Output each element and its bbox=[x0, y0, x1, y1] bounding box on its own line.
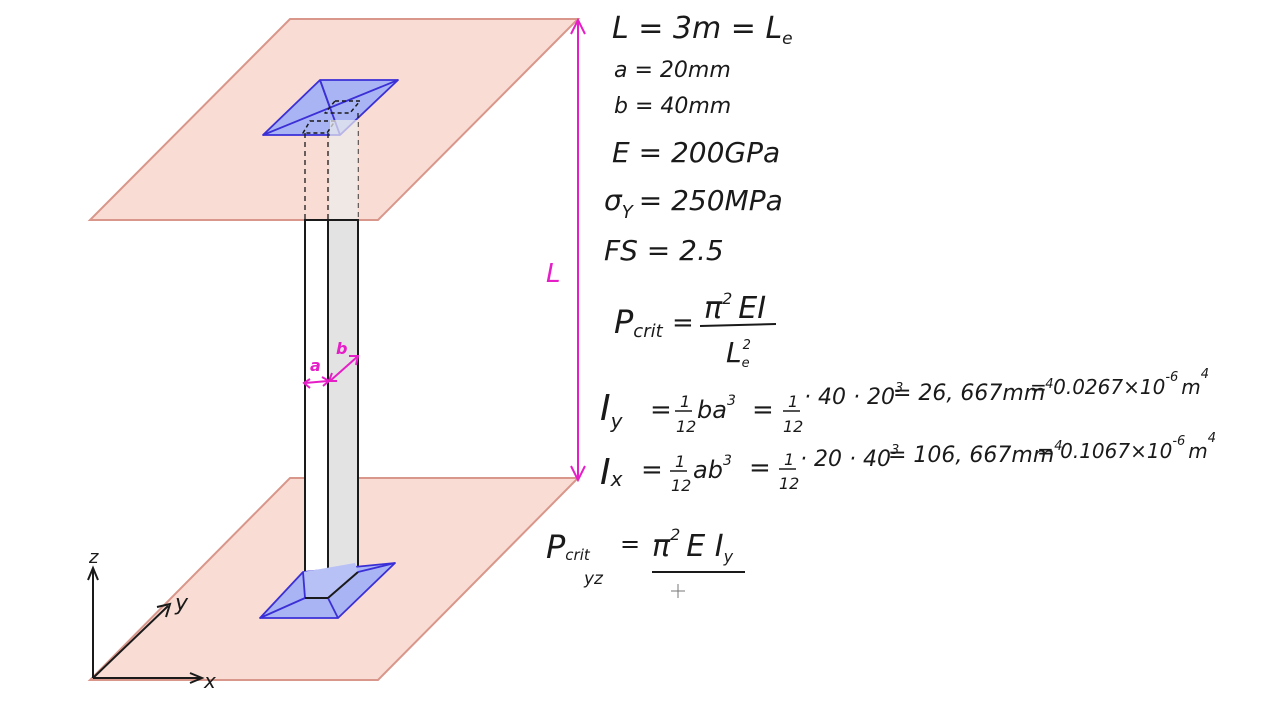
pcrit-yz-symbol: Pcrit bbox=[546, 528, 591, 566]
Ix-expression: ab3 bbox=[693, 453, 732, 484]
column-top-shadow bbox=[330, 120, 358, 220]
axis-label-y: y bbox=[174, 591, 189, 616]
Ix-frac-den: 12 bbox=[671, 476, 691, 495]
moment-of-inertia-y: Iy = 1 12 ba3 = 1 12 · 40 · 203 = 26, 66… bbox=[600, 367, 1209, 436]
Iy-equals-1: = bbox=[650, 395, 672, 425]
moment-of-inertia-x: Ix = 1 12 ab3 = 1 12 · 20 · 403 = 106, 6… bbox=[600, 431, 1216, 495]
Iy-frac2-num: 1 bbox=[788, 392, 798, 411]
Iy-frac-num: 1 bbox=[680, 392, 690, 411]
given-b: b = 40mm bbox=[614, 94, 731, 119]
Ix-symbol: Ix bbox=[600, 452, 623, 493]
Ix-calculation: · 20 · 403 bbox=[800, 443, 899, 472]
Iy-expression: ba3 bbox=[697, 393, 736, 424]
Iy-frac-den: 12 bbox=[676, 417, 696, 436]
Ix-equals-1: = bbox=[641, 455, 663, 485]
pcrit-symbol: Pcrit bbox=[614, 303, 664, 342]
pcrit-yz-equals: = bbox=[620, 530, 640, 558]
Ix-result-mm: = 106, 667mm4 bbox=[888, 439, 1063, 468]
pcrit-equals: = bbox=[672, 308, 694, 338]
column-diagram: L a b z y x bbox=[87, 17, 586, 693]
length-label: L bbox=[546, 259, 561, 289]
pcrit-denominator: Le2 bbox=[726, 336, 751, 371]
given-yield-stress: σY= 250MPa bbox=[604, 184, 783, 223]
Iy-symbol: Iy bbox=[600, 388, 624, 433]
axis-label-x: x bbox=[203, 669, 216, 693]
bottom-bracket bbox=[259, 562, 396, 619]
Iy-result-mm: = 26, 667mm4 bbox=[893, 377, 1054, 406]
dimension-label-a: a bbox=[310, 356, 321, 375]
pcrit-fraction-bar bbox=[699, 323, 777, 327]
Ix-frac2-den: 12 bbox=[779, 474, 799, 493]
Iy-equals-2: = bbox=[752, 395, 774, 425]
Ix-frac2-num: 1 bbox=[784, 450, 794, 469]
pcrit-yz-subscript: yz bbox=[583, 569, 604, 589]
Iy-frac2-den: 12 bbox=[783, 417, 803, 436]
given-length: L = 3m = Le bbox=[612, 11, 793, 49]
cursor-icon bbox=[671, 584, 685, 598]
Iy-calculation: · 40 · 203 bbox=[804, 381, 903, 410]
Ix-frac-num: 1 bbox=[675, 452, 685, 471]
given-a: a = 20mm bbox=[614, 58, 731, 83]
axis-label-z: z bbox=[88, 547, 99, 568]
coordinate-axes bbox=[87, 565, 205, 684]
given-modulus: E = 200GPa bbox=[612, 136, 780, 169]
given-values: L = 3m = Le a = 20mm b = 40mm E = 200GPa… bbox=[604, 11, 793, 267]
Ix-equals-2: = bbox=[749, 453, 771, 483]
column bbox=[304, 219, 359, 601]
given-safety-factor: FS = 2.5 bbox=[604, 234, 724, 267]
column-hidden-edges bbox=[304, 113, 359, 220]
cross-section-dimensions bbox=[302, 355, 360, 389]
dimension-label-b: b bbox=[336, 339, 347, 358]
length-dimension-arrow bbox=[570, 17, 586, 483]
